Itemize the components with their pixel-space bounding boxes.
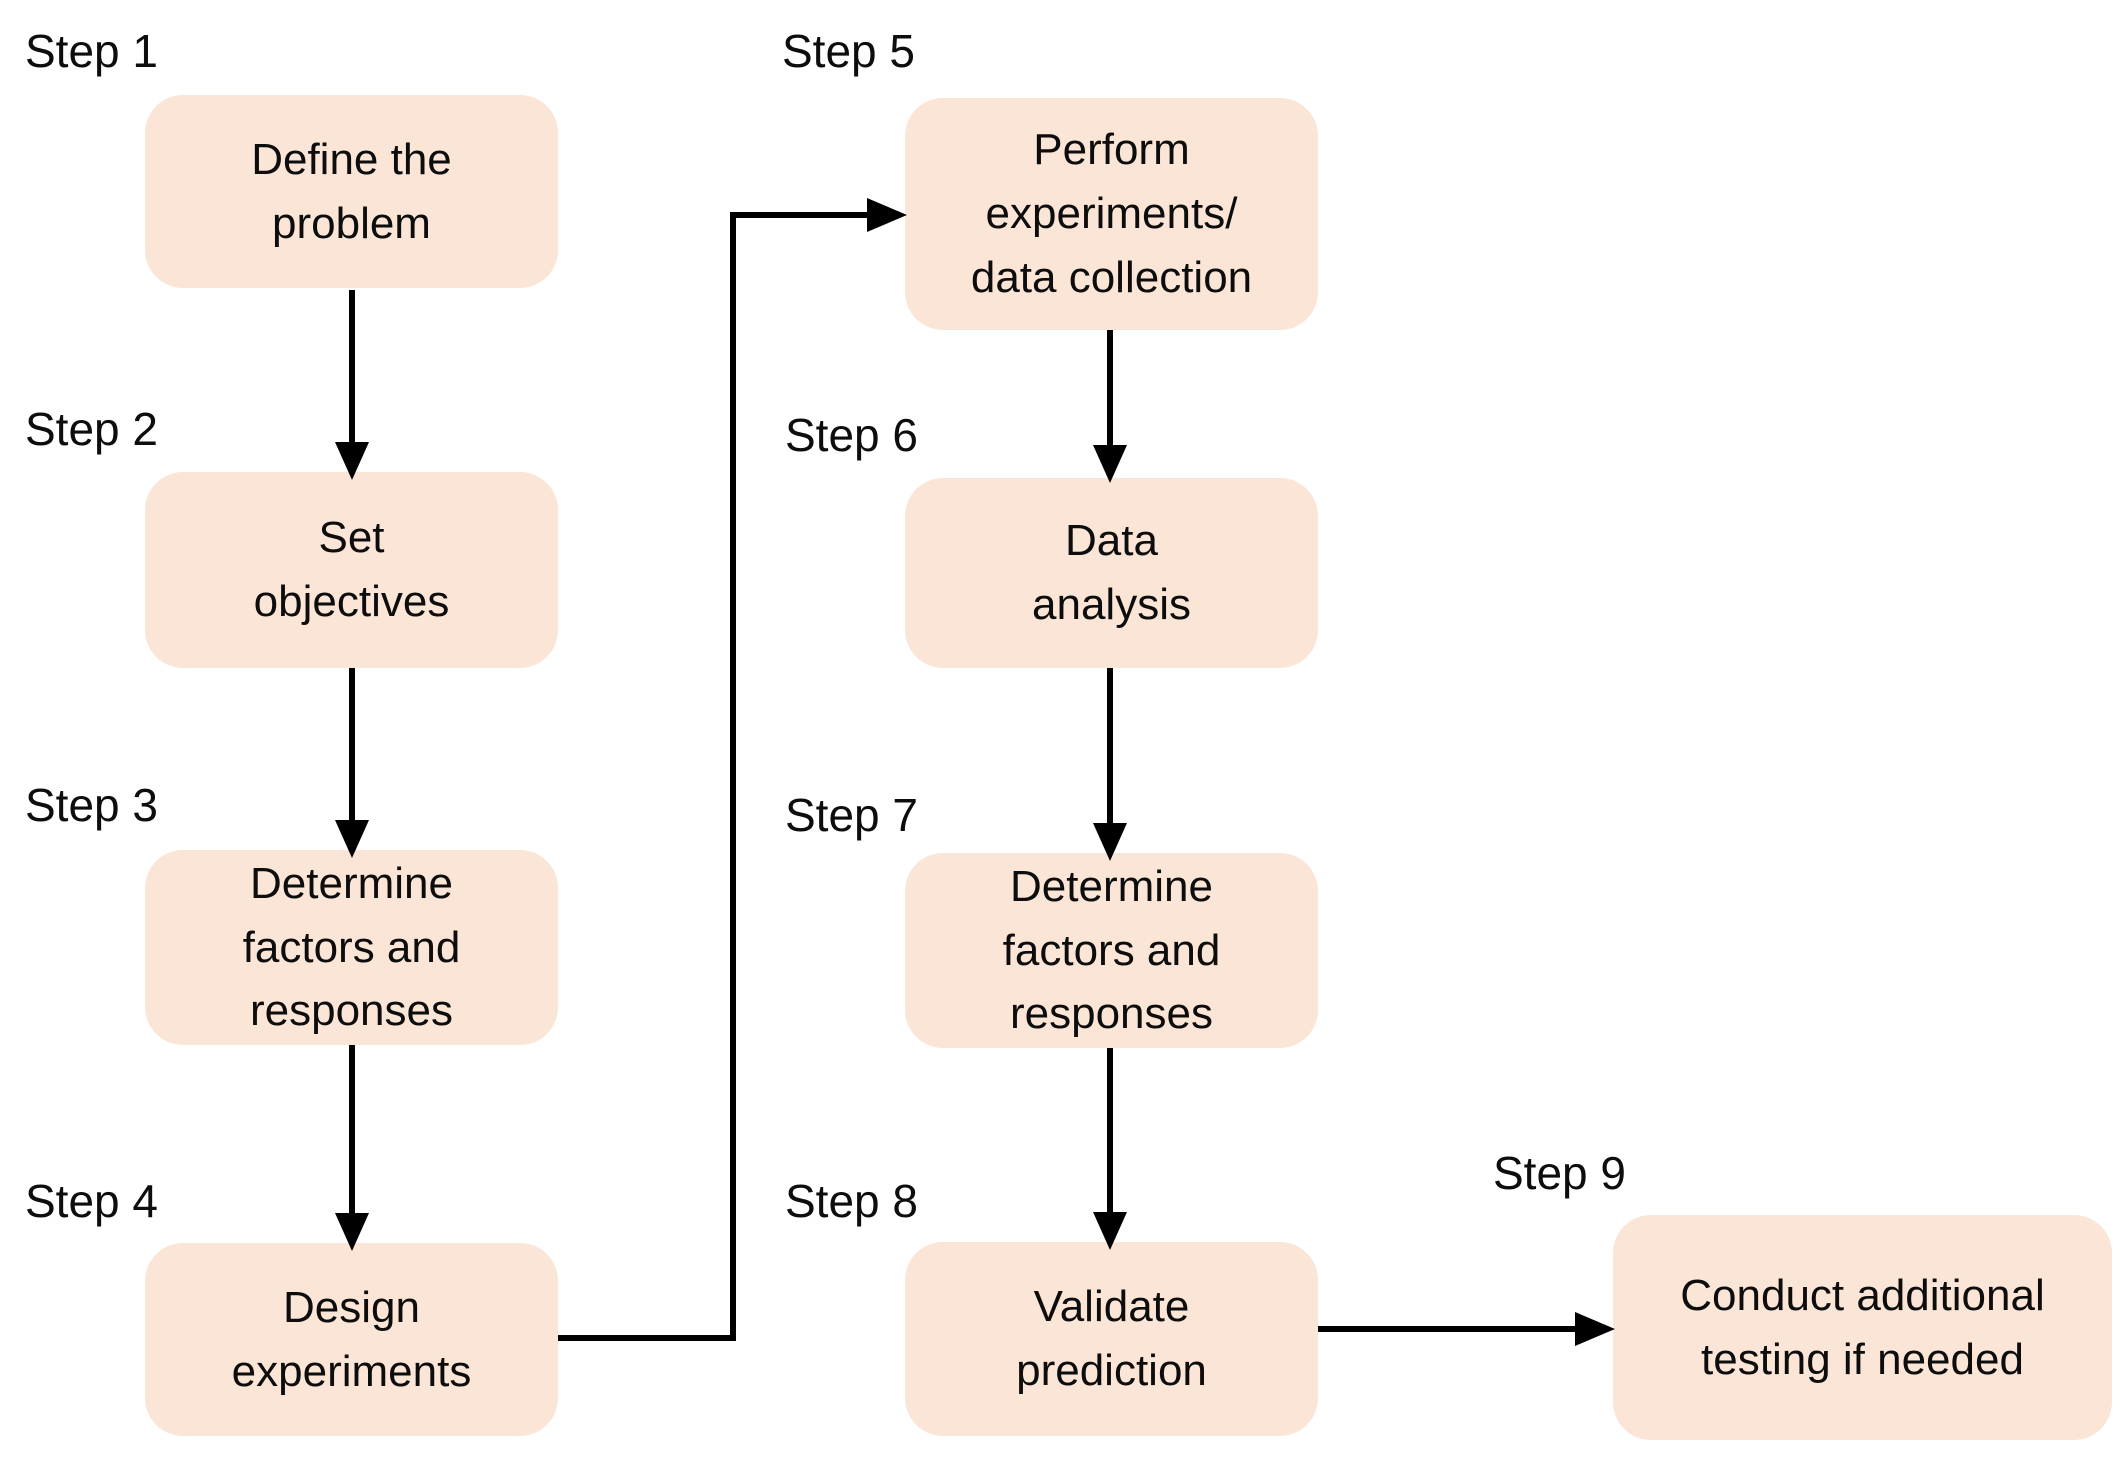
step-9-box: Conduct additional testing if needed [1613,1215,2112,1440]
step-5-box: Perform experiments/ data collection [905,98,1318,330]
step-8-label: Step 8 [785,1175,918,1227]
step-3-box: Determine factors and responses [145,850,558,1045]
arrow-step2-to-step3 [335,668,369,858]
step-3-box-text: Determine factors and responses [242,858,461,1036]
step-1-label: Step 1 [25,25,158,77]
connector-step4-to-step5 [558,198,907,1341]
step-7-label: Step 7 [785,789,918,841]
arrow-step3-to-step4 [335,1045,369,1251]
step-6-box: Data analysis [905,478,1318,668]
arrow-step6-to-step7 [1093,668,1127,861]
step-6-label: Step 6 [785,409,918,461]
step-4-label: Step 4 [25,1175,158,1227]
step-9-box-text: Conduct additional testing if needed [1680,1270,2045,1384]
step-3-label: Step 3 [25,779,158,831]
step-5-box-text: Perform experiments/ data collection [970,125,1253,302]
arrow-step8-to-step9 [1318,1312,1615,1346]
step-9-label: Step 9 [1493,1147,1626,1199]
arrow-step7-to-step8 [1093,1048,1127,1250]
arrow-step1-to-step2 [335,290,369,480]
step-2-box-text: Set objectives [253,513,450,626]
step-6-box-text: Data analysis [1032,516,1191,629]
arrow-step5-to-step6 [1093,330,1127,483]
step-2-box: Set objectives [145,472,558,668]
step-4-box: Design experiments [145,1243,558,1436]
step-7-box: Determine factors and responses [905,853,1318,1048]
step-2-label: Step 2 [25,403,158,455]
step-7-box-text: Determine factors and responses [1002,861,1221,1039]
step-1-box-text: Define the problem [251,134,452,248]
step-1-box: Define the problem [145,95,558,288]
step-8-box-text: Validate prediction [1016,1282,1207,1395]
step-5-label: Step 5 [782,25,915,77]
step-4-box-text: Design experiments [231,1282,472,1396]
step-8-box: Validate prediction [905,1242,1318,1436]
